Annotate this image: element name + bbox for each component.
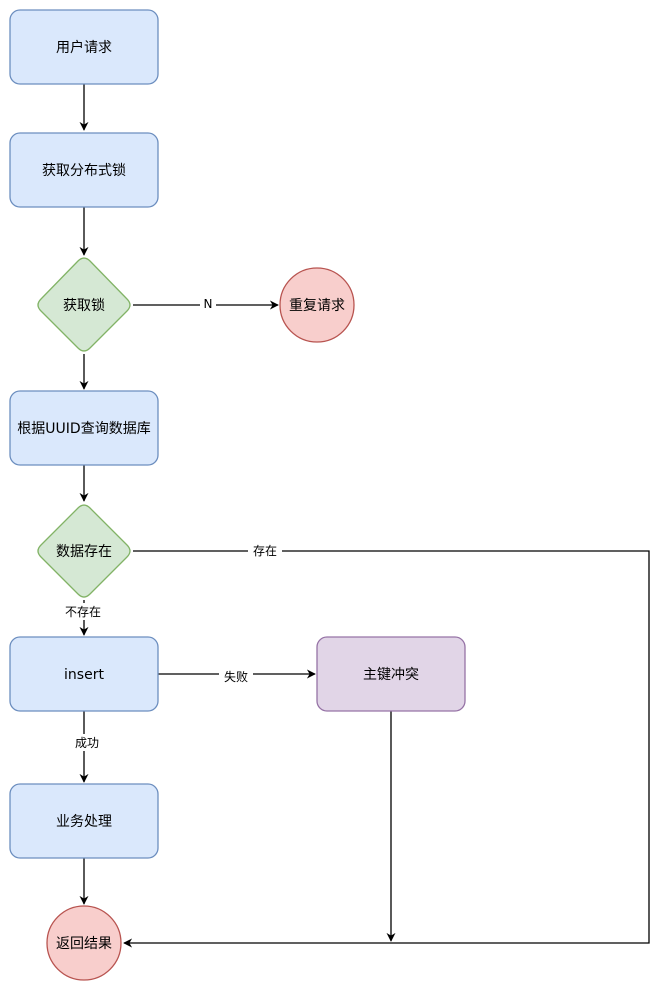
node-pk-conflict-label: 主键冲突 — [363, 667, 419, 683]
node-query-db-label: 根据UUID查询数据库 — [17, 421, 150, 437]
label-bg-not-exists — [60, 603, 106, 620]
node-acquire-lock-label: 获取分布式锁 — [42, 163, 126, 179]
node-insert-label: insert — [64, 667, 104, 683]
node-acquire-lock: 获取分布式锁 — [9, 132, 159, 208]
edge-label-n: N — [204, 297, 213, 311]
node-lock-decision: 获取锁 — [37, 257, 131, 352]
node-data-exists: 数据存在 — [37, 504, 131, 598]
label-bg-n — [200, 296, 216, 312]
label-bg-success — [70, 734, 104, 751]
edge-label-fail: 失败 — [224, 669, 248, 684]
edge-label-success: 成功 — [75, 736, 99, 750]
edge-label-not-exists: 不存在 — [65, 605, 101, 619]
node-repeat-request-label: 重复请求 — [289, 297, 345, 314]
label-bg-exists — [248, 542, 282, 559]
node-return-result-label: 返回结果 — [56, 936, 112, 952]
node-pk-conflict: 主键冲突 — [316, 636, 466, 712]
node-business-label: 业务处理 — [56, 814, 112, 830]
node-insert: insert — [9, 636, 159, 712]
node-data-exists-label: 数据存在 — [56, 544, 112, 560]
node-user-request: 用户请求 — [9, 9, 159, 85]
label-bg-fail — [219, 668, 253, 685]
node-query-db: 根据UUID查询数据库 — [9, 390, 159, 466]
node-repeat-request: 重复请求 — [279, 267, 355, 343]
node-return-result: 返回结果 — [46, 905, 122, 981]
node-lock-decision-label: 获取锁 — [63, 298, 105, 314]
node-user-request-label: 用户请求 — [56, 39, 112, 56]
edge-label-exists: 存在 — [253, 544, 277, 558]
edge-exists-yes — [123, 550, 650, 948]
edge-labels: N 存在 不存在 失败 成功 — [60, 296, 282, 751]
node-business: 业务处理 — [9, 783, 159, 859]
edges — [79, 84, 650, 948]
